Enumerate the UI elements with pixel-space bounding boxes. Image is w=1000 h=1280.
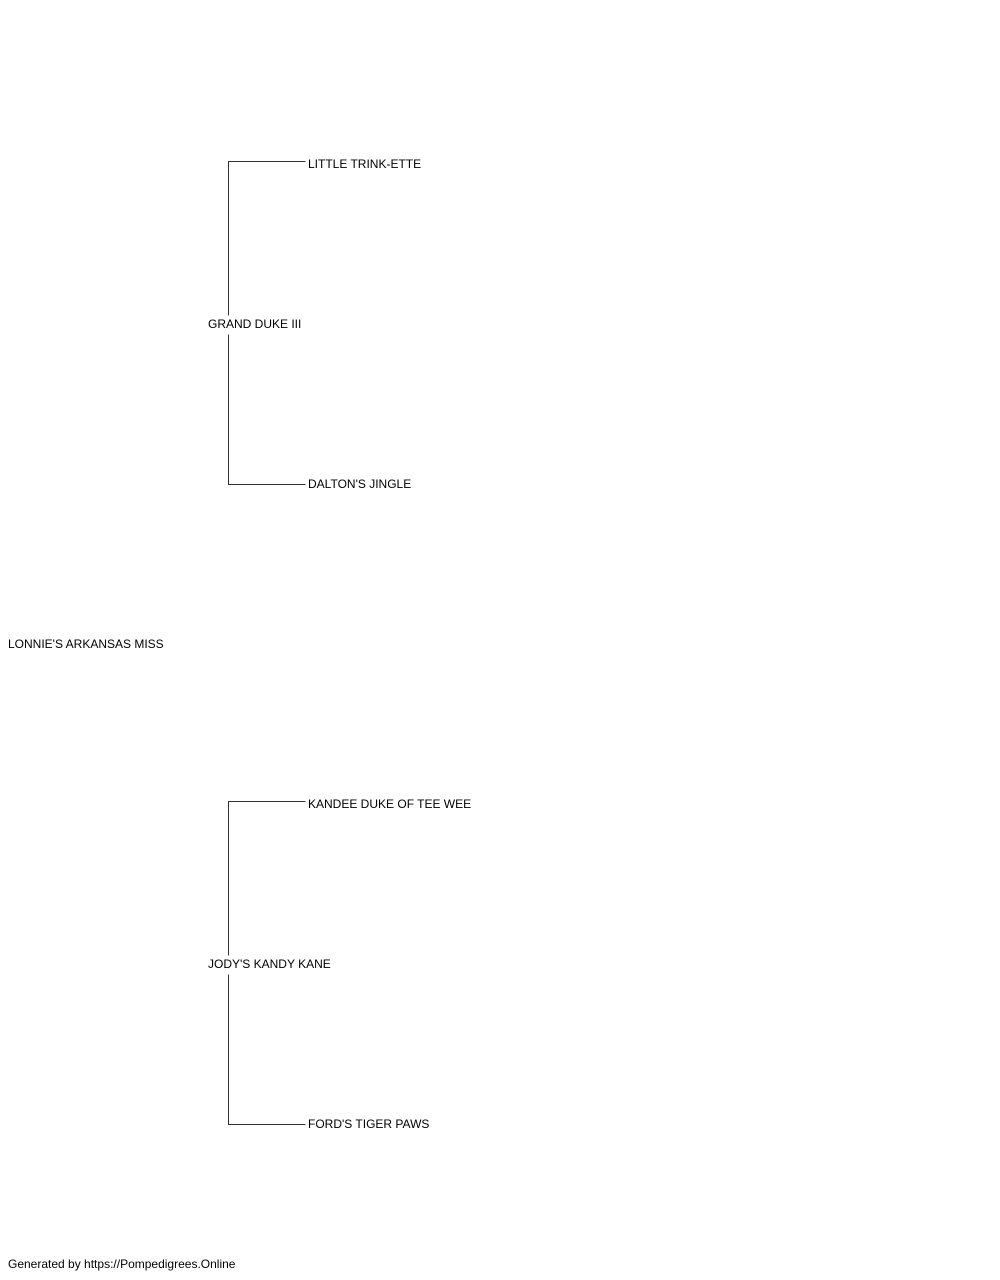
- connector-dam-to-grandsire: [228, 801, 306, 956]
- connector-dam-to-granddam: [228, 974, 306, 1125]
- paternal-granddam-name: DALTON'S JINGLE: [308, 477, 412, 491]
- connector-sire-to-grandsire: [228, 161, 306, 316]
- footer-credit: Generated by https://Pompedigrees.Online: [8, 1257, 236, 1271]
- maternal-granddam-name: FORD'S TIGER PAWS: [308, 1117, 430, 1131]
- subject-name: LONNIE'S ARKANSAS MISS: [8, 637, 164, 651]
- dam-name: JODY'S KANDY KANE: [208, 957, 331, 971]
- sire-name: GRAND DUKE III: [208, 317, 302, 331]
- maternal-grandsire-name: KANDEE DUKE OF TEE WEE: [308, 797, 472, 811]
- connector-sire-to-granddam: [228, 334, 306, 485]
- paternal-grandsire-name: LITTLE TRINK-ETTE: [308, 157, 422, 171]
